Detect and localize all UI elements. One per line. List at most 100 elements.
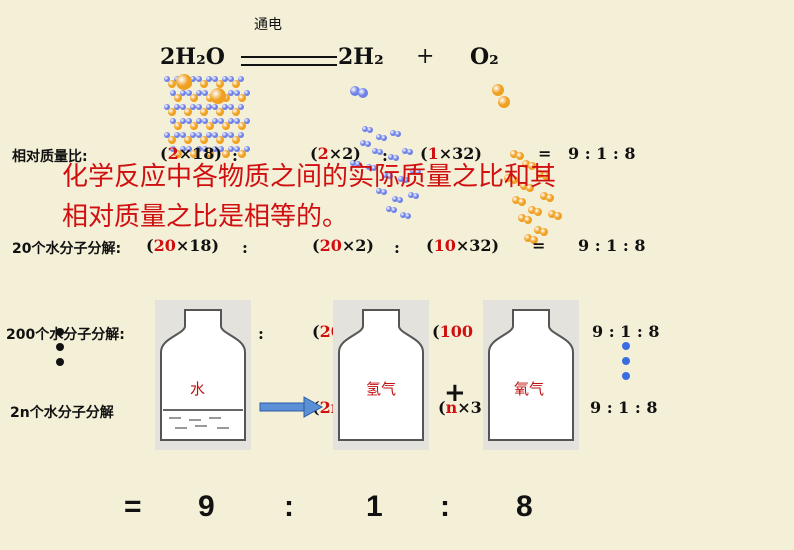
water-molecule-hydrogen	[206, 76, 212, 82]
water-molecule-hydrogen	[218, 146, 224, 152]
water-molecule-hydrogen	[228, 76, 234, 82]
water-molecule-hydrogen	[196, 90, 202, 96]
water-molecule-oxygen	[190, 94, 198, 102]
row3-ratio: 9 : 1 : 8	[592, 322, 660, 341]
oxygen-atom	[518, 214, 526, 222]
water-molecule-hydrogen	[228, 90, 234, 96]
hydrogen-bottle-icon	[333, 300, 429, 450]
water-molecule-oxygen	[184, 136, 192, 144]
water-molecule-oxygen	[238, 94, 246, 102]
hydrogen-atom	[350, 160, 356, 166]
hydrogen-atom	[367, 127, 373, 133]
oxygen-atom	[528, 206, 536, 214]
conclusion-line1: 化学反应中各物质之间的实际质量之比和其	[62, 162, 557, 192]
hydrogen-atom	[407, 149, 413, 155]
water-molecule-oxygen	[168, 108, 176, 116]
oxygen-atom	[534, 226, 542, 234]
water-molecule-hydrogen	[186, 146, 192, 152]
water-molecule-hydrogen	[170, 90, 176, 96]
hydrogen-atom	[371, 165, 377, 171]
water-molecule-oxygen	[174, 94, 182, 102]
hydrogen-atom	[408, 192, 414, 198]
hydrogen-bottle-label: 氢气	[366, 380, 397, 398]
water-molecule-hydrogen	[228, 132, 234, 138]
row4-ratio: 9 : 1 : 8	[590, 398, 658, 417]
oxygen-atom	[530, 236, 538, 244]
row1-term1: (2×18)	[160, 144, 222, 163]
water-molecule-hydrogen	[180, 104, 186, 110]
water-molecule-hydrogen	[244, 90, 250, 96]
water-molecule-hydrogen	[196, 104, 202, 110]
water-molecule-hydrogen	[180, 146, 186, 152]
water-molecule-oxygen	[206, 150, 214, 158]
water-molecule-hydrogen	[222, 132, 228, 138]
ellipsis-blue	[622, 342, 630, 387]
hydrogen-atom	[403, 177, 409, 183]
hydrogen-atom	[395, 131, 401, 137]
oxygen-atom	[516, 152, 524, 160]
water-molecule-hydrogen	[196, 132, 202, 138]
row2-label: 20个水分子分解:	[12, 241, 122, 257]
oxygen-atom	[540, 192, 548, 200]
water-molecule-hydrogen	[202, 90, 208, 96]
row2-ratio: 9 : 1 : 8	[578, 236, 646, 255]
hydrogen-atom	[377, 149, 383, 155]
water-molecule-hydrogen	[212, 76, 218, 82]
water-molecule-hydrogen	[238, 132, 244, 138]
water-molecule-hydrogen	[206, 104, 212, 110]
final-value-oxygen: 8	[516, 490, 533, 523]
equals-bar-top	[241, 56, 337, 58]
oxygen-atom	[546, 194, 554, 202]
hydrogen-atom	[382, 172, 388, 178]
hydrogen-atom	[362, 126, 368, 132]
row1-term2: (2×2)	[310, 144, 361, 163]
oxygen-atom	[542, 172, 550, 180]
row1-label: 相对质量比:	[12, 149, 88, 165]
water-molecule-hydrogen	[164, 104, 170, 110]
hydrogen-atom	[376, 134, 382, 140]
hydrogen-atom	[355, 161, 361, 167]
equals-bar-bottom	[241, 64, 337, 66]
water-molecule-oxygen	[184, 108, 192, 116]
final-equals: =	[124, 490, 142, 523]
water-bottle-label: 水	[190, 380, 206, 398]
hydrogen-atom	[366, 164, 372, 170]
water-molecule-oxygen	[238, 122, 246, 130]
oxygen-atom	[524, 216, 532, 224]
water-molecule-hydrogen	[206, 132, 212, 138]
water-molecule-hydrogen	[212, 118, 218, 124]
water-molecule-oxygen	[200, 80, 208, 88]
water-molecule-oxygen	[174, 150, 182, 158]
final-colon-2: :	[440, 490, 450, 523]
oxygen-bottle-label: 氧气	[514, 380, 545, 398]
water-molecule-oxygen-large	[210, 88, 226, 104]
water-molecule-hydrogen	[234, 118, 240, 124]
oxygen-atom	[548, 210, 556, 218]
oxygen-atom	[510, 150, 518, 158]
hydrogen-atom	[392, 196, 398, 202]
row1-ratio: 9 : 1 : 8	[568, 144, 636, 163]
final-value-water: 9	[198, 490, 215, 523]
ellipsis-black	[56, 328, 64, 373]
product-hydrogen: 2H₂	[338, 44, 384, 70]
water-molecule-hydrogen	[190, 132, 196, 138]
water-molecule-hydrogen	[218, 118, 224, 124]
row4-label: 2n个水分子分解	[10, 405, 114, 421]
water-bottle-icon	[155, 300, 251, 450]
final-colon-1: :	[284, 490, 294, 523]
row1-sep2: :	[382, 146, 388, 165]
hydrogen-atom	[358, 88, 368, 98]
hydrogen-atom	[381, 189, 387, 195]
water-molecule-hydrogen	[170, 146, 176, 152]
oxygen-atom	[534, 208, 542, 216]
hydrogen-atom	[386, 206, 392, 212]
water-molecule-oxygen	[238, 150, 246, 158]
hydrogen-atom	[365, 141, 371, 147]
water-molecule-hydrogen	[244, 118, 250, 124]
water-molecule-oxygen	[168, 136, 176, 144]
oxygen-atom	[518, 198, 526, 206]
reactant-formula: 2H₂O	[160, 44, 225, 70]
water-molecule-oxygen	[206, 122, 214, 130]
oxygen-atom	[520, 182, 528, 190]
